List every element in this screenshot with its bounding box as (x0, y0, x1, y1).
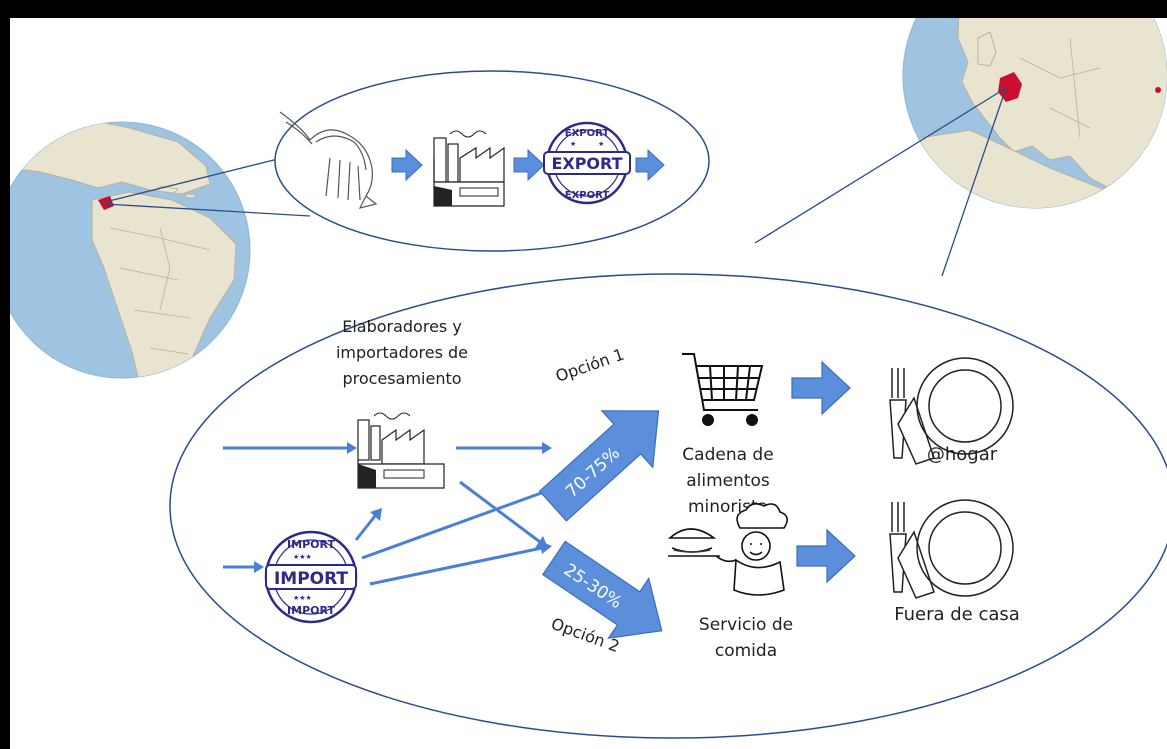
arrow-export-out (635, 148, 665, 182)
share-arrow-food-service: 25-30% (541, 540, 663, 639)
stamp-star-icon: ★ (570, 140, 576, 148)
shrimp-icon (279, 111, 378, 209)
globe-south-america (10, 121, 251, 379)
ecuador-highlight (98, 196, 114, 210)
export-stamp-bottom-text: EXPORT (565, 190, 610, 201)
export-stamp-main-text: EXPORT (551, 154, 622, 173)
retail-label-line2: alimentos (686, 471, 770, 491)
arrow-import-to-retail (361, 482, 567, 560)
food-service-label-line2: comida (715, 641, 777, 661)
import-stamp-icon: IMPORT ★★★ IMPORT ★★★ IMPORT (264, 530, 358, 624)
supply-chain-diagram: EXPORT ★ ★ EXPORT EXPORT Elaboradores y … (10, 18, 1167, 739)
caribbean-islands (157, 185, 197, 199)
chef-icon (667, 502, 788, 596)
callout-line-france-right (941, 87, 1007, 277)
processors-label-line1: Elaboradores y (342, 317, 462, 336)
uk-landmass (977, 31, 997, 67)
stamp-star-icon: ★ (598, 140, 604, 148)
distribution-flow-ellipse (169, 273, 1167, 739)
home-label: @hogar (927, 444, 998, 465)
arrow-import-to-factory (354, 515, 377, 541)
export-stamp-top-text: EXPORT (565, 128, 610, 139)
processors-label-line3: procesamiento (342, 369, 461, 388)
processor-factory-icon (357, 412, 445, 489)
shopping-cart-icon (682, 353, 764, 426)
arrow-import-to-food-service (369, 546, 543, 586)
country-borders (109, 227, 211, 355)
retail-label-line1: Cadena de (682, 445, 773, 465)
away-label: Fuera de casa (894, 604, 1020, 625)
callout-line-ecuador-lower (104, 203, 311, 217)
stamp-star-icon: ★★★ (293, 553, 312, 561)
arrow-factory-to-food-service (459, 480, 541, 544)
import-stamp-main-text: IMPORT (274, 569, 348, 589)
globe-europe (902, 18, 1167, 209)
food-service-label-line1: Servicio de (699, 615, 793, 635)
arrow-factory-to-export (513, 148, 545, 182)
country-borders-eu (1019, 37, 1101, 139)
stamp-star-icon: ★★★ (293, 594, 312, 602)
processors-label-line2: importadores de (336, 343, 468, 362)
south-america-landmass (91, 191, 237, 378)
arrow-shrimp-to-factory (391, 148, 423, 182)
arrow-retail-to-home (791, 360, 851, 416)
callout-line-ecuador-upper (104, 155, 291, 203)
plate-icon-away (889, 499, 1014, 599)
factory-icon (433, 130, 505, 207)
export-stamp-icon: EXPORT ★ ★ EXPORT EXPORT (543, 121, 631, 205)
diagram-frame: EXPORT ★ ★ EXPORT EXPORT Elaboradores y … (10, 18, 1167, 749)
arrow-food-service-to-away (796, 528, 856, 584)
import-stamp-top-text: IMPORT (287, 538, 335, 551)
plate-icon-home (889, 357, 1014, 465)
callout-line-france-left (754, 87, 1007, 244)
import-stamp-bottom-text: IMPORT (287, 604, 335, 617)
